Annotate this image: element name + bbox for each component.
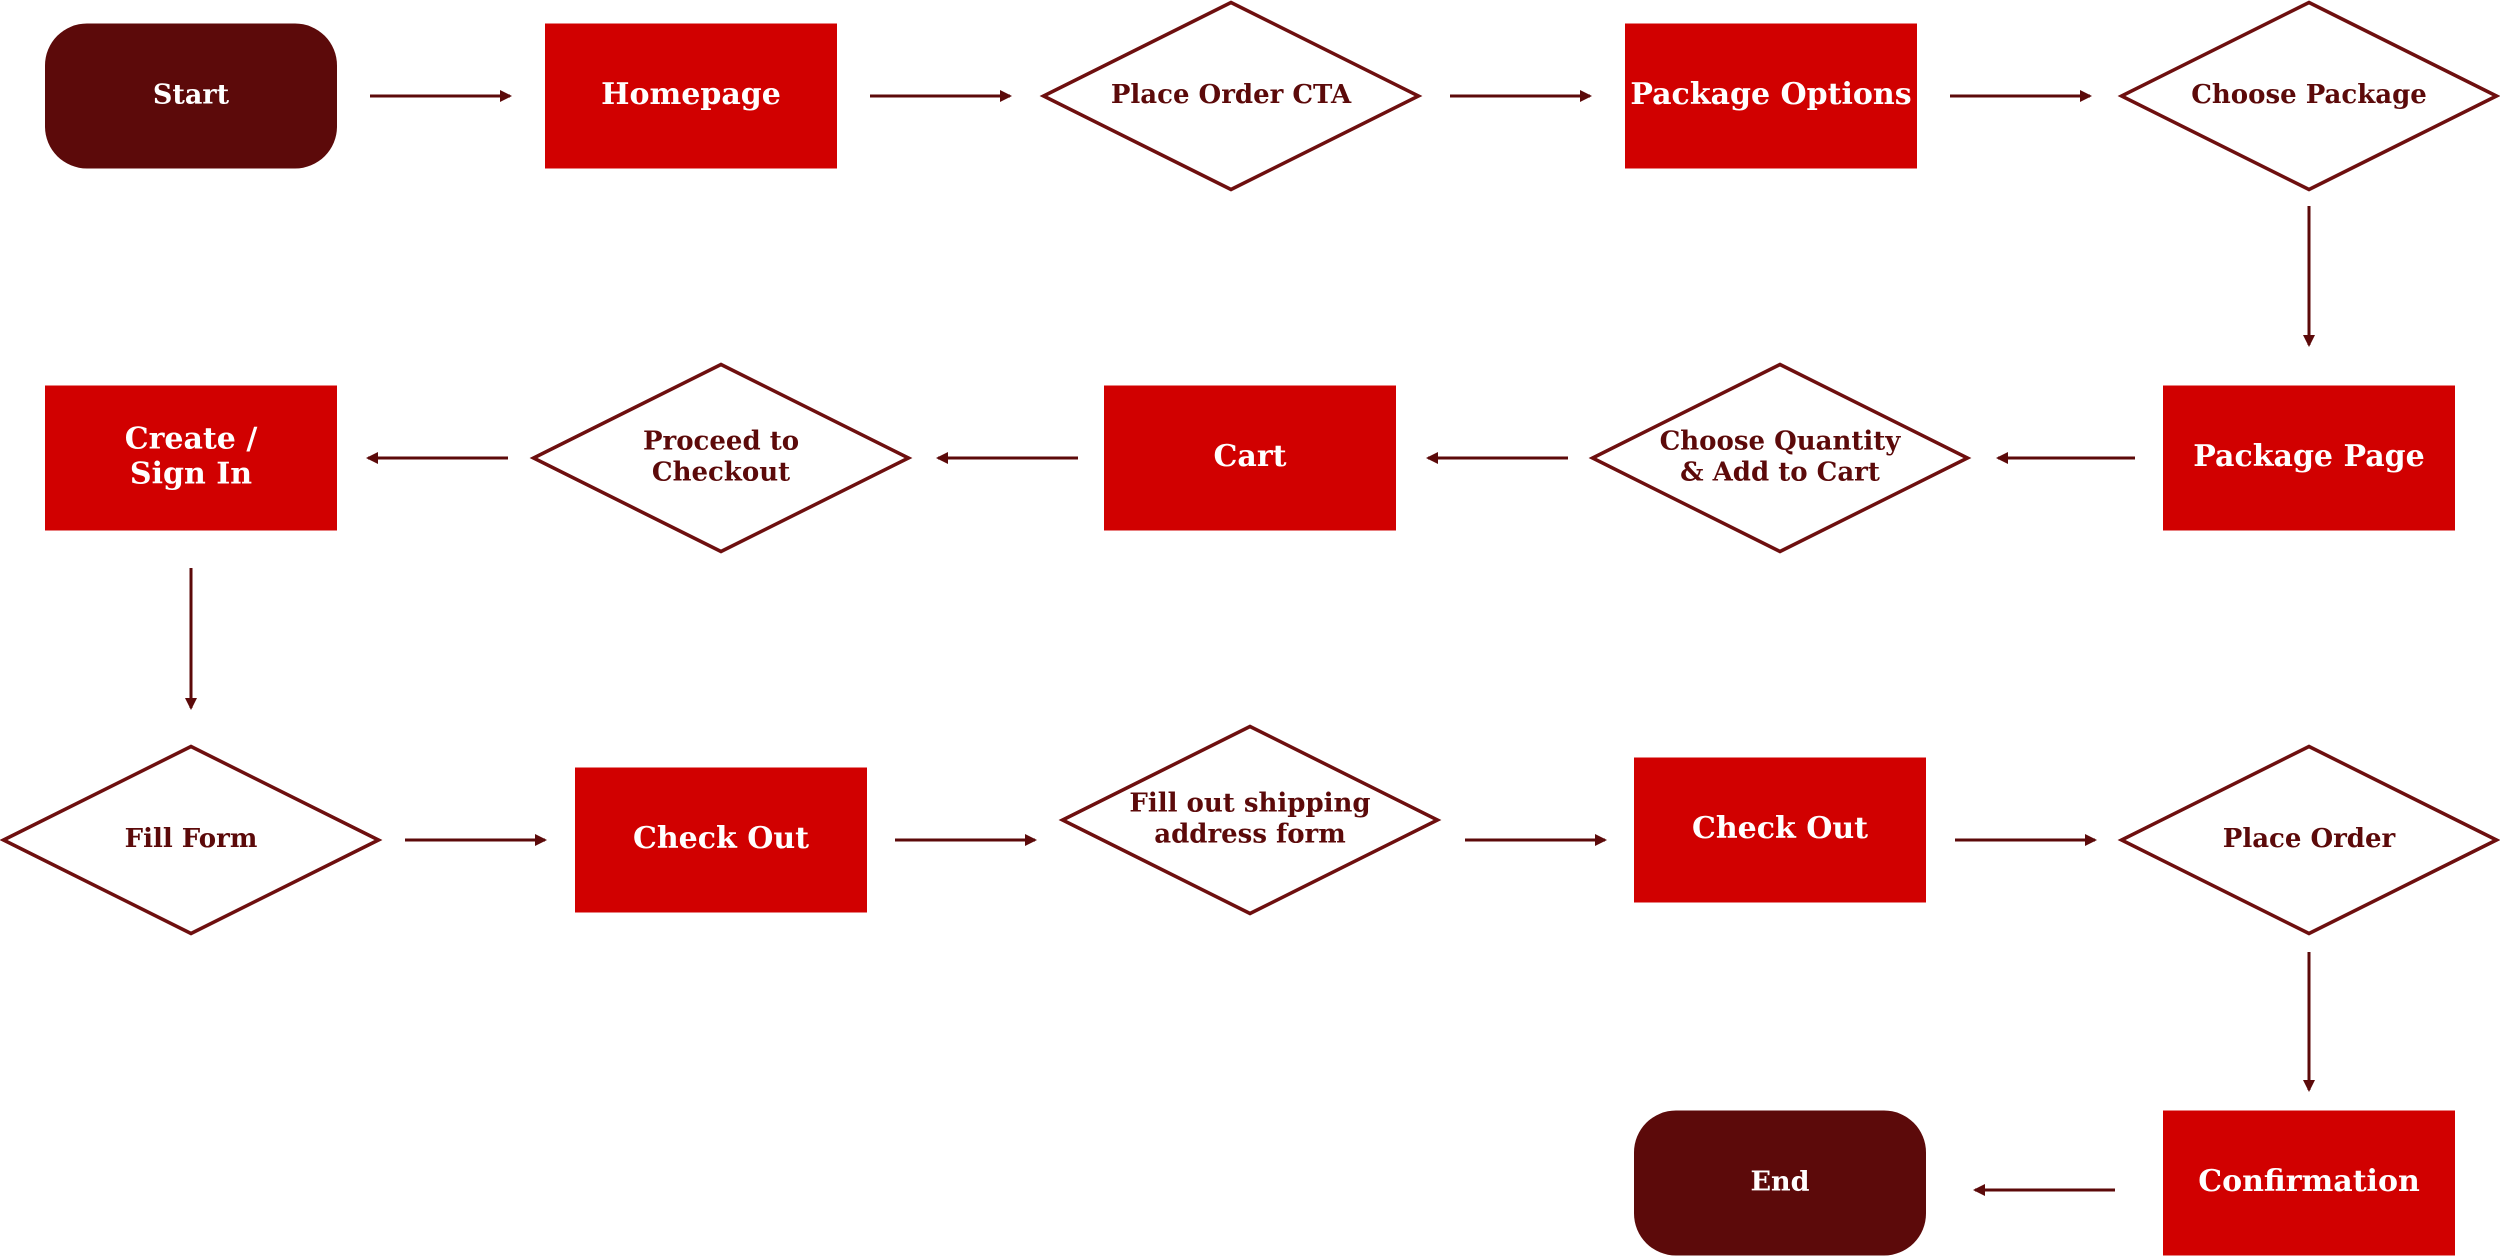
node-label: Homepage	[601, 77, 781, 112]
process-box	[1625, 23, 1917, 169]
node-label: Confirmation	[2198, 1164, 2420, 1199]
terminal-shape	[45, 23, 337, 169]
node-label: End	[1750, 1167, 1809, 1198]
node-label: Package Page	[2193, 439, 2424, 474]
node-package-page: Package Page	[2163, 385, 2455, 531]
node-homepage: Homepage	[545, 23, 837, 169]
node-place-order: Place Order	[2117, 744, 2500, 936]
decision-diamond	[1058, 724, 1442, 916]
process-box	[45, 385, 337, 531]
decision-diamond	[0, 744, 383, 936]
node-label: Choose Quantity	[1660, 427, 1902, 457]
node-label: Start	[153, 80, 230, 111]
node-choose-package: Choose Package	[2117, 0, 2500, 192]
node-create-sign-in: Create /Sign In	[45, 385, 337, 531]
node-confirmation: Confirmation	[2163, 1110, 2455, 1256]
node-end: End	[1634, 1110, 1926, 1256]
decision-diamond	[529, 362, 913, 554]
node-label: Fill Form	[125, 824, 258, 854]
node-label: Proceed to	[643, 427, 799, 457]
node-check-out-1: Check Out	[575, 767, 867, 913]
node-label: address form	[1154, 819, 1346, 849]
node-label: Place Order	[2223, 824, 2396, 854]
decision-diamond	[1039, 0, 1423, 192]
node-label: Check Out	[633, 821, 809, 856]
process-box	[2163, 1110, 2455, 1256]
node-label: Checkout	[652, 457, 790, 487]
node-label: Create /	[125, 421, 258, 456]
node-cart: Cart	[1104, 385, 1396, 531]
terminal-shape	[1634, 1110, 1926, 1256]
node-check-out-2: Check Out	[1634, 757, 1926, 903]
node-label: Place Order CTA	[1111, 80, 1352, 110]
connectors	[185, 90, 2315, 1196]
node-label: Package Options	[1630, 77, 1911, 112]
node-label: Cart	[1214, 439, 1287, 474]
node-label: & Add to Cart	[1680, 457, 1880, 487]
node-fill-form: Fill Form	[0, 744, 383, 936]
decision-diamond	[2117, 0, 2500, 192]
process-box	[545, 23, 837, 169]
node-label: Choose Package	[2191, 80, 2427, 110]
node-package-options: Package Options	[1625, 23, 1917, 169]
process-box	[575, 767, 867, 913]
decision-diamond	[1588, 362, 1972, 554]
node-label: Sign In	[130, 457, 252, 492]
node-start: Start	[45, 23, 337, 169]
process-box	[2163, 385, 2455, 531]
node-label: Fill out shipping	[1129, 789, 1370, 819]
process-box	[1634, 757, 1926, 903]
decision-diamond	[2117, 744, 2500, 936]
process-box	[1104, 385, 1396, 531]
node-place-order-cta: Place Order CTA	[1039, 0, 1423, 192]
node-label: Check Out	[1692, 811, 1868, 846]
node-choose-quantity: Choose Quantity& Add to Cart	[1588, 362, 1972, 554]
